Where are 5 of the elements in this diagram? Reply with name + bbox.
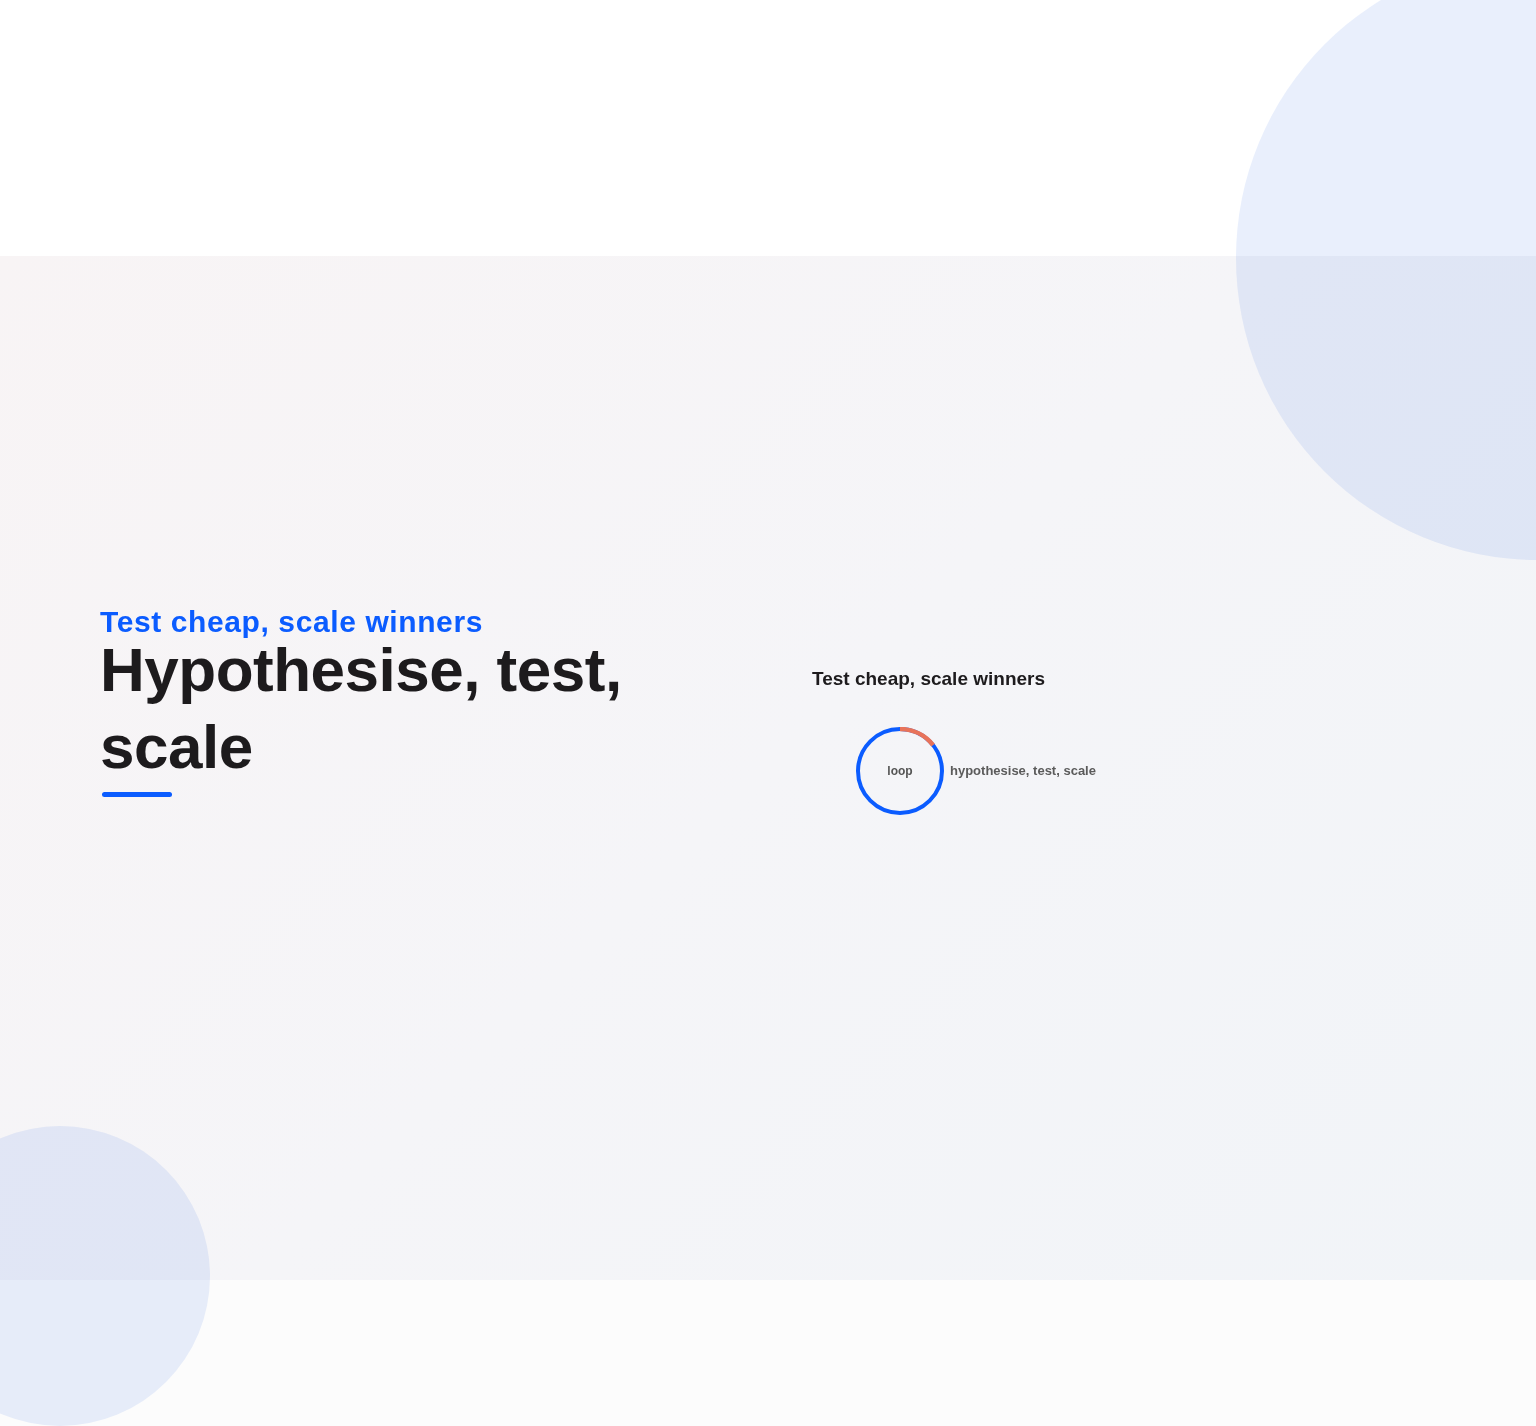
diagram-heading: Test cheap, scale winners [812,667,1046,691]
node-label: loop [887,763,913,779]
eyebrow-heading: Test cheap, scale winners [100,604,483,640]
loop-circle [856,727,944,815]
node-caption: hypothesise, test, scale [950,763,1096,779]
